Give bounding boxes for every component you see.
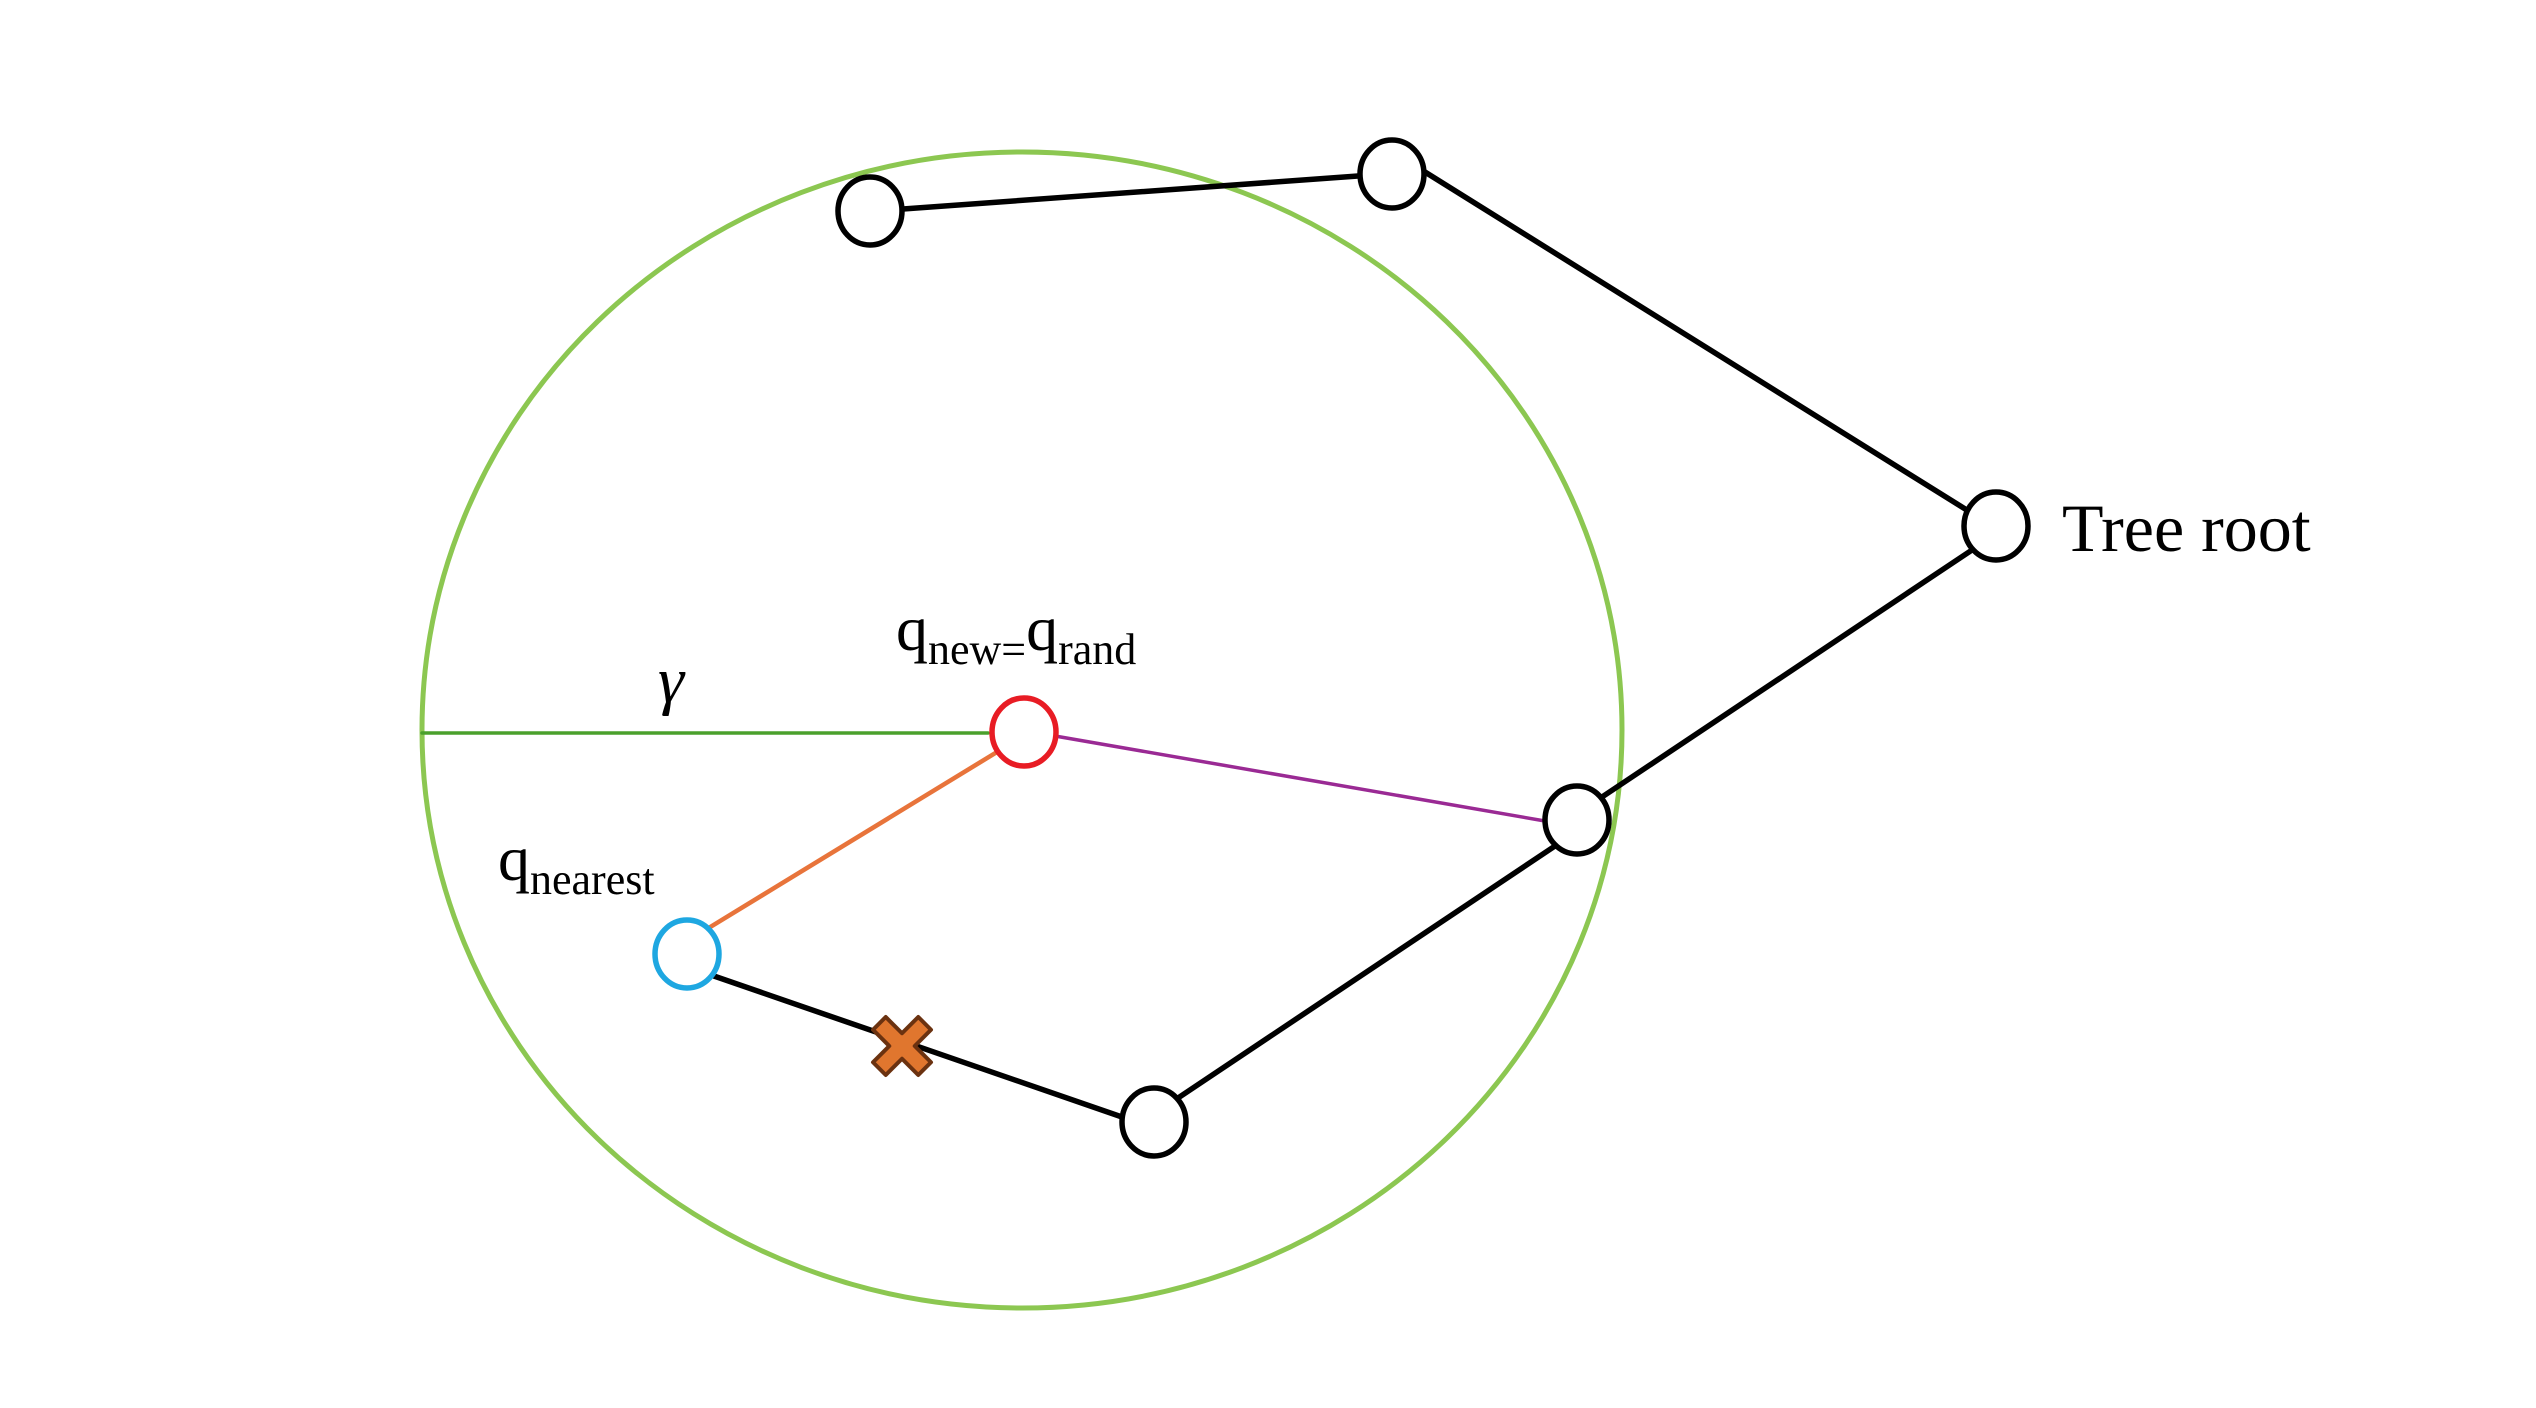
neighborhood-radius-circle xyxy=(419,149,1625,1311)
tree-node-top xyxy=(1357,137,1427,211)
tree-root-node xyxy=(1961,489,2031,563)
rewire-edge-new-to-neighbor xyxy=(1053,734,1547,823)
q-new-base: q xyxy=(896,593,928,664)
q-nearest-label: qnearest xyxy=(498,823,655,904)
q-nearest-subscript: nearest xyxy=(530,855,655,904)
tree-node-bottom xyxy=(1119,1085,1189,1159)
q-new-node xyxy=(989,695,1059,769)
q-rand-subscript: rand xyxy=(1058,625,1136,674)
new-edge-nearest-to-new xyxy=(704,749,1000,932)
q-rand-base: q xyxy=(1026,593,1058,664)
tree-edge-right-to-bottom xyxy=(1175,843,1558,1101)
tree-edge-top-left xyxy=(900,173,1361,212)
q-nearest-node xyxy=(652,917,722,991)
q-new-subscript: new= xyxy=(928,625,1026,674)
tree-edge-root-to-right xyxy=(1599,545,1978,800)
tree-node-right xyxy=(1542,783,1612,857)
tree-node-top-left xyxy=(835,174,905,248)
gamma-label: γ xyxy=(658,644,686,717)
tree-edge-top-to-root xyxy=(1422,169,1973,515)
q-new-equals-q-rand-label: qnew=qrand xyxy=(896,593,1136,674)
q-nearest-base: q xyxy=(498,823,530,894)
tree-root-label: Tree root xyxy=(2062,490,2311,566)
cross-icon xyxy=(871,1015,933,1077)
